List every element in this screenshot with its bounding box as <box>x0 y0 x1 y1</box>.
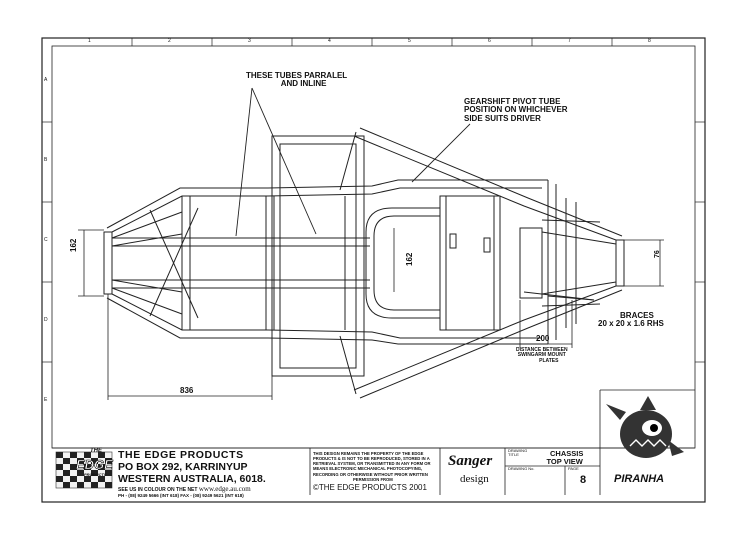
logo-the: THE <box>90 448 102 454</box>
annotation-swingarm: DISTANCE BETWEEN SWINGARM MOUNT PLATES <box>516 347 568 364</box>
border-col-5: 5 <box>408 38 411 44</box>
drawing-no-label: DRAWING No. <box>508 466 535 471</box>
dimension-swingarm-distance: 200 <box>536 334 550 343</box>
annotation-braces: BRACES 20 x 20 x 1.6 RHS <box>598 311 664 329</box>
web-line: SEE US IN COLOUR ON THE NET www.edge.au.… <box>118 485 251 493</box>
drawing-title-label: DRAWING TITLE <box>508 448 528 458</box>
tank-box <box>439 195 501 331</box>
design-text: design <box>460 473 489 485</box>
seat-pan <box>271 135 365 377</box>
logo-edge-text: EDGE <box>76 457 113 472</box>
border-row-a: A <box>44 77 48 83</box>
company-name: THE EDGE PRODUCTS <box>118 449 244 461</box>
border-col-7: 7 <box>568 38 571 44</box>
border-col-4: 4 <box>328 38 331 44</box>
web-url[interactable]: www.edge.au.com <box>198 485 251 493</box>
border-row-e: E <box>44 397 48 403</box>
logo-products: PRODUCTS <box>84 472 107 477</box>
web-prefix: SEE US IN COLOUR ON THE NET <box>118 487 198 493</box>
outer-diamond <box>339 127 623 399</box>
page-label: PAGE <box>568 466 579 471</box>
edge-logo-flag <box>55 451 113 489</box>
leader-lines <box>235 87 595 301</box>
u-hoop <box>365 207 440 319</box>
drawing-title: CHASSIS TOP VIEW <box>546 449 584 466</box>
copyright-notice: THIS DESIGN REMAINS THE PROPERTY OF THE … <box>313 451 431 482</box>
dimension-length: 836 <box>180 386 194 395</box>
copyright-line: ©THE EDGE PRODUCTS 2001 <box>313 483 427 492</box>
front-cone <box>103 196 199 330</box>
annotation-gearshift: GEARSHIFT PIVOT TUBE POSITION ON WHICHEV… <box>464 97 568 123</box>
border-row-c: C <box>44 237 48 243</box>
border-col-3: 3 <box>248 38 251 44</box>
company-state: WESTERN AUSTRALIA, 6018. <box>118 473 266 485</box>
piranha-mascot <box>606 396 684 458</box>
sanger-logo: Sanger <box>448 453 493 469</box>
border-col-1: 1 <box>88 38 91 44</box>
border-row-b: B <box>44 157 48 163</box>
main-rails <box>106 179 548 345</box>
rear-section <box>519 180 625 344</box>
outer-frame <box>41 37 706 503</box>
dimension-center-width: 162 <box>405 252 414 266</box>
piranha-label: PIRANHA <box>614 473 665 485</box>
border-col-8: 8 <box>648 38 651 44</box>
frame-ticks <box>42 38 705 363</box>
annotation-tubes-parallel: THESE TUBES PARRALEL AND INLINE <box>246 71 348 89</box>
border-row-d: D <box>44 317 48 323</box>
cross-tubes <box>112 196 370 330</box>
page-number: 8 <box>580 474 587 486</box>
border-col-6: 6 <box>488 38 491 44</box>
title-block-grid <box>52 389 695 495</box>
dimension-rear-width: 76 <box>654 250 661 258</box>
phone-fax: PH - (08) 9249 5666 (INT 618) FAX - (08)… <box>118 493 244 498</box>
border-col-2: 2 <box>168 38 171 44</box>
dimension-front-width: 162 <box>69 238 78 252</box>
company-address: PO BOX 292, KARRINYUP <box>118 461 248 473</box>
dimension-lines <box>78 228 664 400</box>
